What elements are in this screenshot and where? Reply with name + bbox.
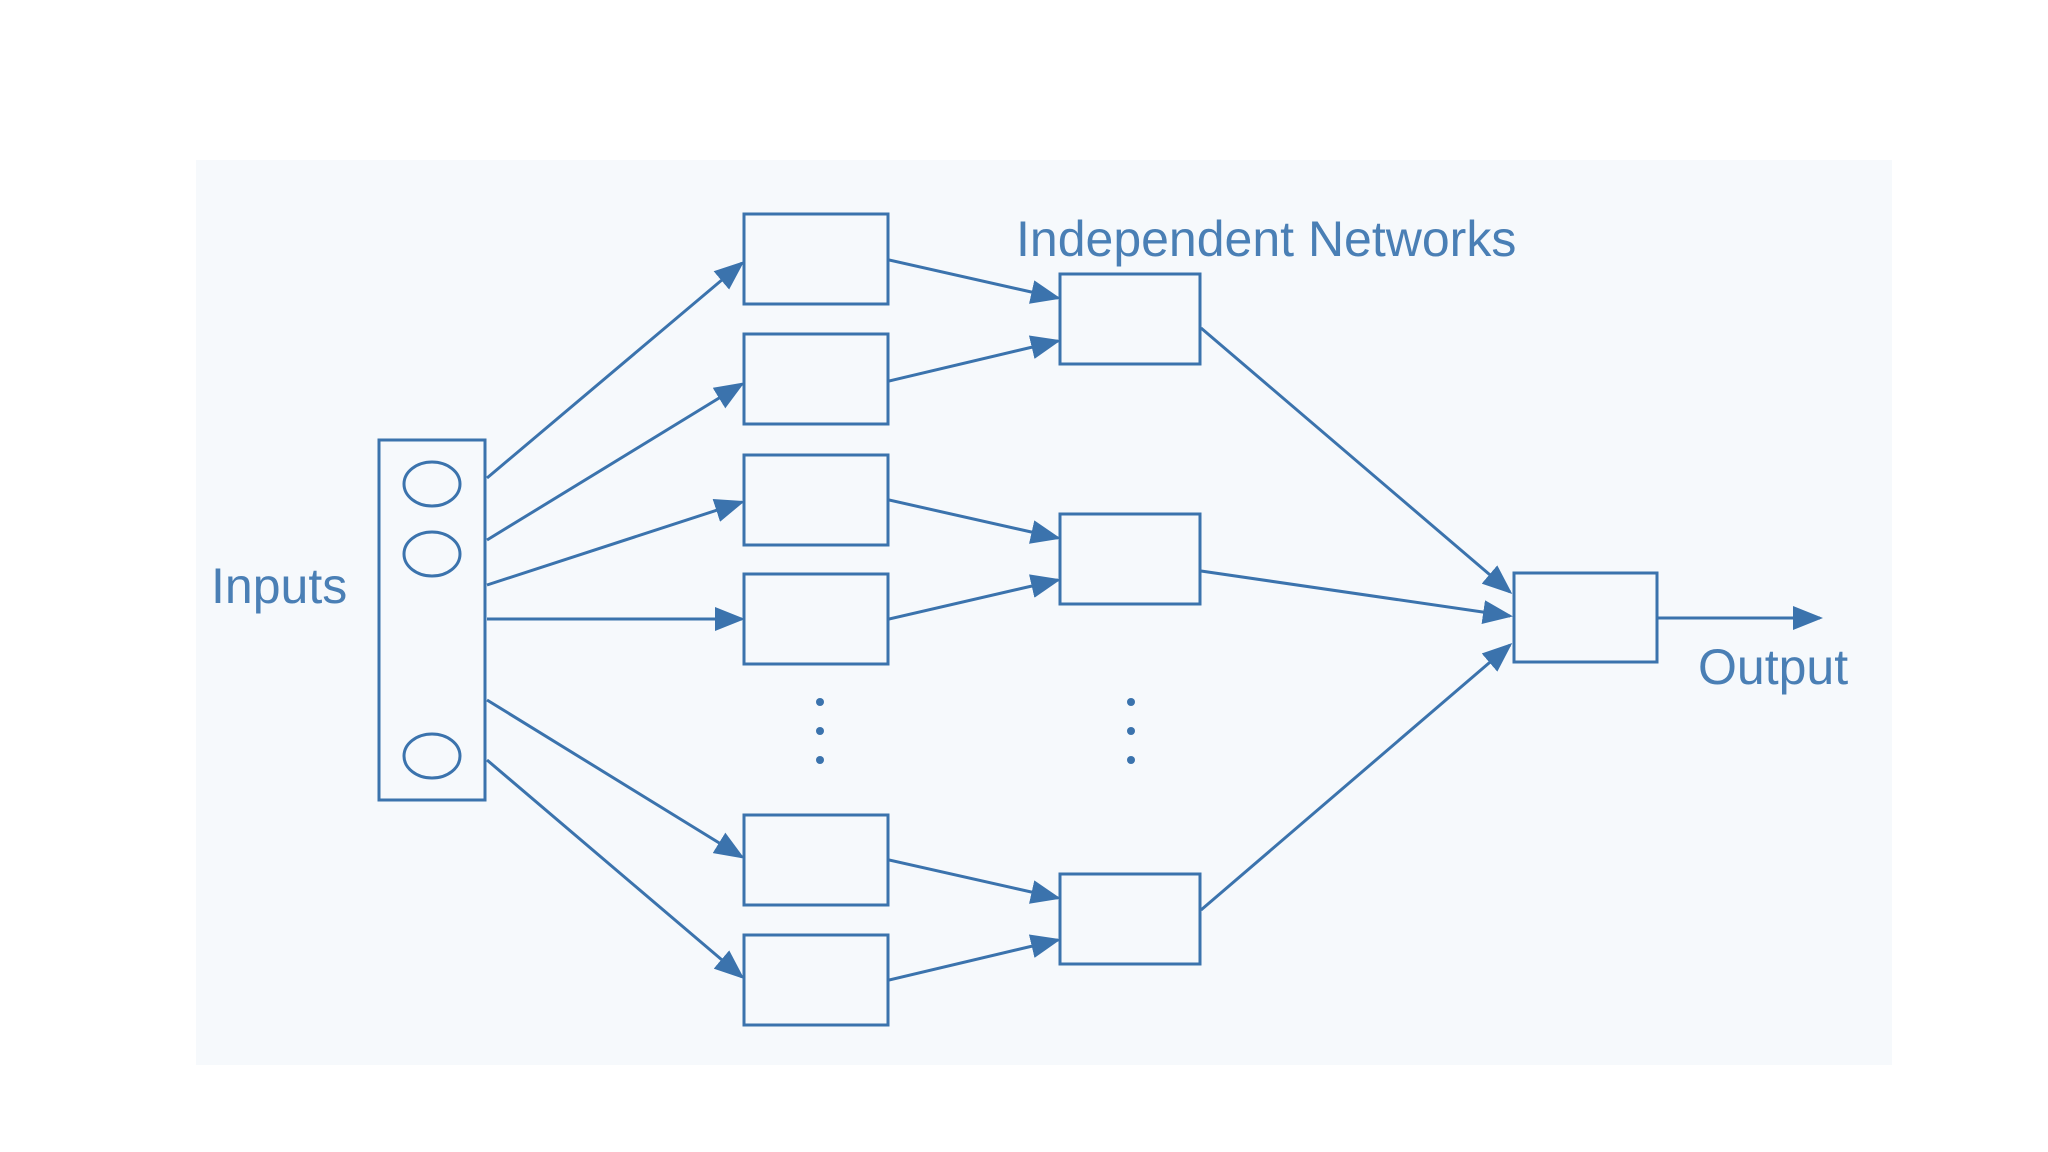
connection-arrow <box>1200 643 1513 912</box>
output-box <box>1512 571 1659 664</box>
combiner-box <box>1058 512 1202 606</box>
connection-arrow <box>888 574 1061 621</box>
network-box <box>742 212 890 306</box>
connection-arrow <box>888 335 1061 383</box>
network-box <box>742 933 890 1027</box>
connection-arrow <box>486 698 745 859</box>
inputs-label: Inputs <box>211 558 347 614</box>
connection-arrow <box>486 758 745 979</box>
connection-arrow <box>486 498 745 587</box>
connection-arrow <box>888 258 1061 304</box>
connection-arrow <box>888 498 1061 544</box>
connection-arrow <box>1200 326 1513 594</box>
connection-arrow <box>888 934 1061 982</box>
connection-arrow <box>486 261 745 480</box>
combiner-box <box>1058 872 1202 966</box>
network-box <box>742 332 890 426</box>
input-node <box>402 460 462 508</box>
vertical-ellipsis <box>1127 698 1135 764</box>
diagram-panel <box>196 160 1892 1065</box>
combiner-box <box>1058 272 1202 366</box>
input-vector <box>377 438 487 802</box>
connection-arrow <box>1200 569 1513 624</box>
input-node <box>402 732 462 780</box>
network-box <box>742 813 890 907</box>
output-label: Output <box>1698 639 1848 695</box>
connection-arrow <box>888 858 1061 904</box>
input-node <box>402 530 462 578</box>
independent-networks-label: Independent Networks <box>1016 211 1516 267</box>
vertical-ellipsis <box>816 698 824 764</box>
connection-arrow <box>486 382 745 542</box>
